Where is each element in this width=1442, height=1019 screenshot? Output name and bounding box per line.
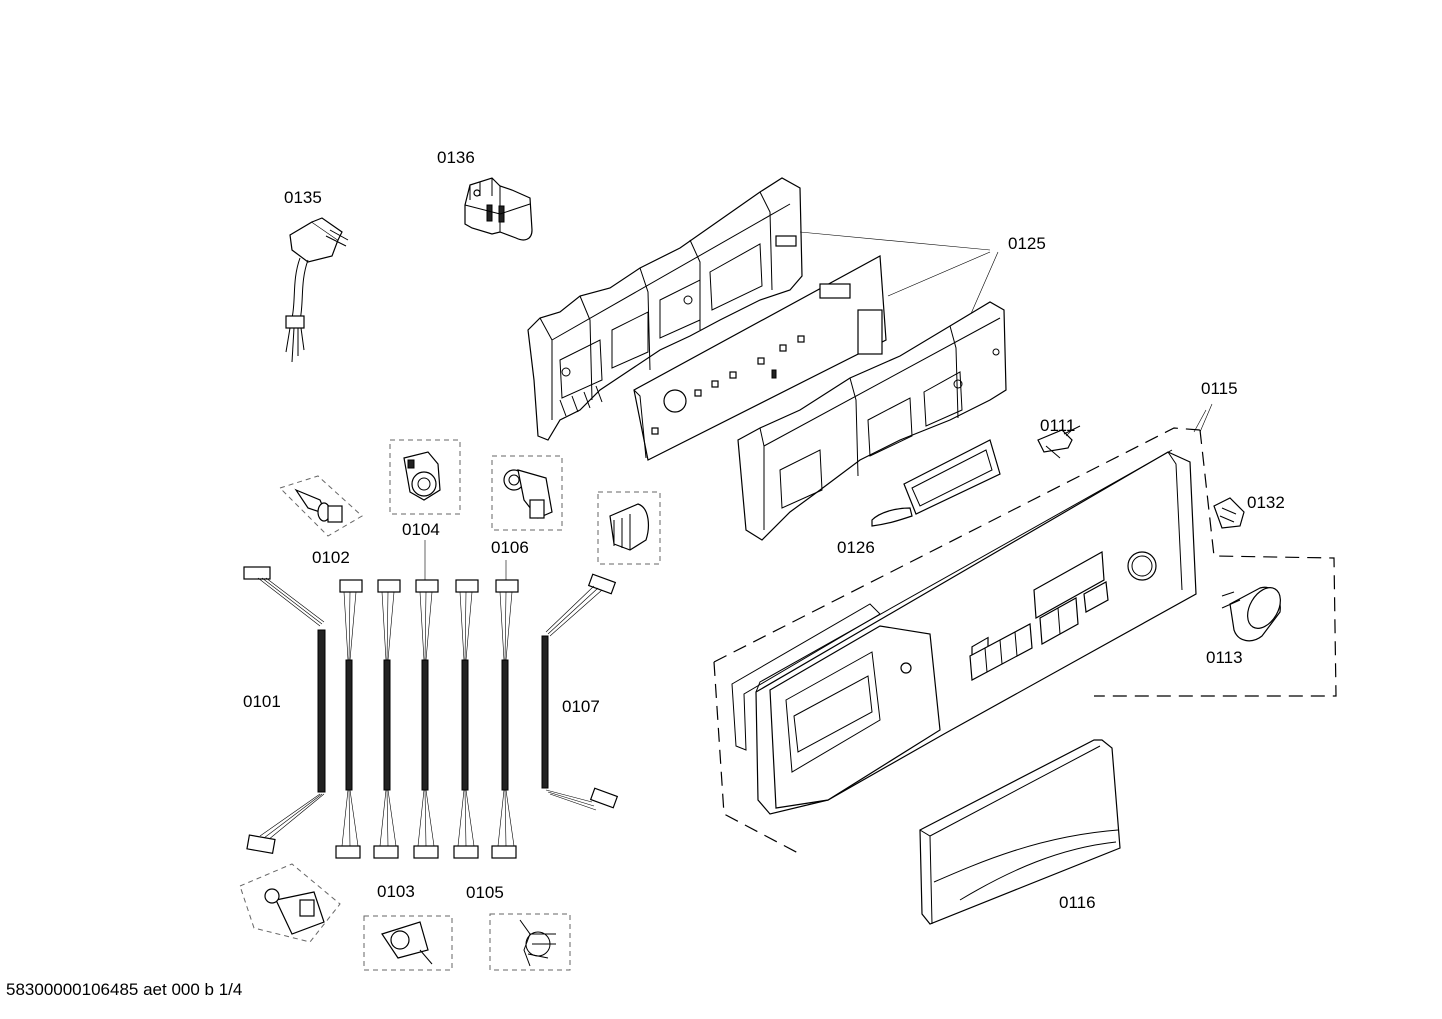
label-0126: 0126	[837, 538, 875, 557]
part-0116-drawer-handle[interactable]	[919, 739, 1121, 925]
label-0104: 0104	[402, 520, 440, 539]
label-0101: 0101	[243, 692, 281, 711]
part-0125-control-module[interactable]	[527, 177, 999, 461]
label-0136: 0136	[437, 148, 475, 167]
label-0113: 0113	[1206, 648, 1243, 667]
part-0104-pressure-switch[interactable]	[389, 439, 461, 515]
label-0107: 0107	[562, 697, 600, 716]
label-0111: 0111	[1040, 416, 1075, 435]
part-0102-sensor[interactable]	[279, 475, 363, 537]
part-0107-wire-harness[interactable]	[541, 573, 619, 811]
label-0103: 0103	[377, 882, 415, 901]
label-0115: 0115	[1201, 379, 1238, 398]
document-footer-id: 58300000106485 aet 000 b 1/4	[6, 980, 243, 999]
part-0113-knob[interactable]	[1221, 582, 1287, 642]
label-0132: 0132	[1247, 493, 1285, 512]
label-0135: 0135	[284, 188, 322, 207]
part-0115-front-panel[interactable]	[731, 449, 1197, 815]
part-0132-clip[interactable]	[1213, 497, 1245, 529]
part-0103-wire-harness[interactable]	[335, 579, 401, 859]
part-0106-temperature-sensor[interactable]	[491, 455, 563, 531]
part-0115-control-panel-group	[713, 403, 1337, 855]
part-0126-display-bracket[interactable]	[737, 301, 1007, 541]
part-0106b-connector[interactable]	[597, 491, 661, 565]
label-0105: 0105	[466, 883, 504, 902]
part-0103-pump[interactable]	[363, 915, 453, 971]
part-0105-sensor-arm[interactable]	[489, 913, 571, 971]
part-0103-valve[interactable]	[239, 863, 341, 943]
part-0101-wire-harness[interactable]	[243, 566, 326, 855]
part-0135-power-cord[interactable]	[285, 217, 349, 363]
label-0102: 0102	[312, 548, 350, 567]
label-0125: 0125	[1008, 234, 1046, 253]
part-0104-wire-harness[interactable]	[413, 540, 439, 859]
part-0136-interference-filter[interactable]	[464, 177, 533, 241]
part-0105-wire-harness[interactable]	[453, 560, 519, 859]
label-0116: 0116	[1059, 893, 1096, 912]
label-0106: 0106	[491, 538, 529, 557]
